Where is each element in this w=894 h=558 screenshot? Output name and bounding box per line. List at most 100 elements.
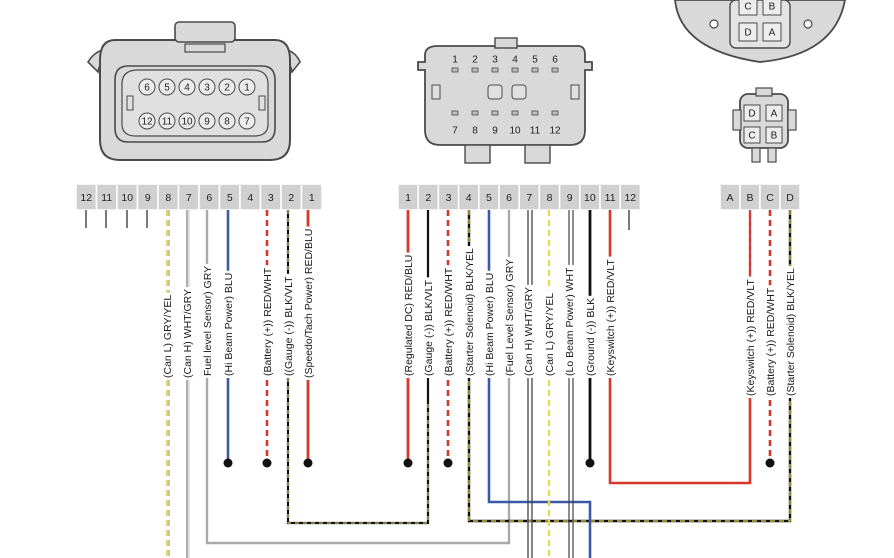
wire-gauge-stripe xyxy=(287,210,429,524)
svg-text:(Keyswitch (+)) RED/VLT: (Keyswitch (+)) RED/VLT xyxy=(745,279,757,396)
svg-text:7: 7 xyxy=(186,192,192,204)
strip-pin-cell: C xyxy=(759,183,781,211)
svg-text:10: 10 xyxy=(584,192,596,204)
strip-pin-cell: 7 xyxy=(177,183,200,211)
wire-label: (Hi Beam Power) BLU xyxy=(483,270,497,378)
wire-labels: (Can L) GRY/YEL (Can H) WHT/GRY Fuel level… xyxy=(161,226,798,398)
svg-text:C: C xyxy=(744,2,751,13)
connector-left-pin: 6 xyxy=(138,78,156,96)
svg-text:7: 7 xyxy=(244,117,250,128)
svg-text:1: 1 xyxy=(244,83,250,94)
svg-text:5: 5 xyxy=(532,55,538,66)
strip-pin-cell: 9 xyxy=(136,183,159,211)
svg-text:Fuel level Sensor) GRY: Fuel level Sensor) GRY xyxy=(202,266,214,376)
svg-text:(Fuel Level Sensor) GRY: (Fuel Level Sensor) GRY xyxy=(504,259,516,376)
strip-pin-cell: D xyxy=(779,183,801,211)
connector-left-pin: 9 xyxy=(198,112,216,130)
wire-label: (Regulated DC) RED/BLU xyxy=(402,252,416,378)
wire-label: (Hi Beam Power) BLU xyxy=(222,270,236,378)
svg-text:8: 8 xyxy=(224,117,230,128)
wire-label: ((Gauge (-)) BLK/VLT xyxy=(282,273,296,378)
svg-text:2: 2 xyxy=(425,192,431,204)
svg-text:B: B xyxy=(746,192,753,204)
strip-pin-cell: 2 xyxy=(417,183,440,211)
strip-pin-cell: B xyxy=(739,183,761,211)
svg-text:A: A xyxy=(771,109,778,120)
svg-text:D: D xyxy=(786,192,794,204)
connector-small-pin: A xyxy=(765,104,783,122)
wire-label: (Battery (+)) RED/WHT xyxy=(764,285,778,398)
svg-text:9: 9 xyxy=(204,117,210,128)
svg-text:1: 1 xyxy=(405,192,411,204)
svg-text:9: 9 xyxy=(567,192,573,204)
svg-text:6: 6 xyxy=(506,192,512,204)
connector-middle-pin: 6 xyxy=(551,55,559,73)
svg-text:5: 5 xyxy=(227,192,233,204)
svg-text:D: D xyxy=(744,28,751,39)
svg-text:(Battery (+)) RED/WHT: (Battery (+)) RED/WHT xyxy=(443,267,455,376)
connector-small-pin: D xyxy=(743,104,761,122)
connector-left-pin: 12 xyxy=(138,112,156,130)
strip-pin-cell: 12 xyxy=(75,183,98,211)
connector-middle-pin: 10 xyxy=(509,110,521,137)
svg-text:8: 8 xyxy=(547,192,553,204)
svg-text:(Battery (+)) RED/WHT: (Battery (+)) RED/WHT xyxy=(765,287,777,396)
wire-label: (Battery (+)) RED/WHT xyxy=(261,265,275,378)
svg-text:2: 2 xyxy=(224,83,230,94)
svg-text:(Battery (+)) RED/WHT: (Battery (+)) RED/WHT xyxy=(262,267,274,376)
svg-text:B: B xyxy=(771,131,778,142)
svg-text:3: 3 xyxy=(446,192,452,204)
svg-text:(Lo Beam Power) WHT: (Lo Beam Power) WHT xyxy=(564,267,576,376)
connector-left-pin: 4 xyxy=(178,78,196,96)
svg-text:3: 3 xyxy=(204,83,210,94)
svg-text:10: 10 xyxy=(181,117,193,128)
strip-pin-cell: 11 xyxy=(599,183,621,211)
svg-text:2: 2 xyxy=(472,55,478,66)
svg-text:12: 12 xyxy=(80,192,92,204)
svg-text:6: 6 xyxy=(552,55,558,66)
strip-pin-cell: 10 xyxy=(116,183,139,211)
wire-label: (Can L) GRY/YEL xyxy=(161,292,175,380)
connector-left-pin: 11 xyxy=(158,112,176,130)
connector-middle-pin: 7 xyxy=(451,110,459,137)
svg-text:1: 1 xyxy=(452,55,458,66)
strip-pin-cell: 7 xyxy=(518,183,541,211)
connector-left-pin: 10 xyxy=(178,112,196,130)
svg-text:1: 1 xyxy=(309,192,315,204)
strip-pin-cell: 12 xyxy=(619,183,642,211)
connector-left-pin: 2 xyxy=(218,78,236,96)
wire-terminal-dot xyxy=(262,458,272,468)
strip-pin-cell: 5 xyxy=(478,183,500,211)
svg-text:4: 4 xyxy=(247,192,253,204)
svg-text:4: 4 xyxy=(466,192,472,204)
svg-text:(Hi Beam Power) BLU: (Hi Beam Power) BLU xyxy=(223,273,235,376)
svg-text:6: 6 xyxy=(206,192,212,204)
connector-middle-pin: 9 xyxy=(491,110,499,137)
connector-middle-pin: 1 xyxy=(451,55,459,73)
connector-middle-pin: 11 xyxy=(530,110,541,137)
svg-text:12: 12 xyxy=(141,117,153,128)
svg-text:(Can H) WHT/GRY: (Can H) WHT/GRY xyxy=(182,289,194,378)
strip-pin-cell: 5 xyxy=(218,183,241,211)
svg-text:B: B xyxy=(769,2,776,13)
svg-text:3: 3 xyxy=(268,192,274,204)
svg-text:(Regulated DC) RED/BLU: (Regulated DC) RED/BLU xyxy=(403,255,415,376)
wire-label: (Starter Solenoid) BLK/YEL xyxy=(784,266,798,398)
wire-label: (Speedo/Tach Power) RED/BLU xyxy=(302,226,316,380)
connector-round-pin: C xyxy=(738,0,758,16)
connector-left-pin: 5 xyxy=(158,78,176,96)
svg-text:(Can H) WHT/GRY: (Can H) WHT/GRY xyxy=(523,287,535,376)
connector-small-pin: C xyxy=(743,126,761,144)
svg-text:(Keyswitch (+)) RED/VLT: (Keyswitch (+)) RED/VLT xyxy=(605,259,617,376)
svg-text:11: 11 xyxy=(101,192,112,204)
wire-label: (Can H) WHT/GRY xyxy=(522,284,536,378)
svg-text:8: 8 xyxy=(472,126,478,137)
connector-middle-pin: 2 xyxy=(471,55,479,73)
connector-round-pin: B xyxy=(762,0,782,16)
wire-terminal-dot xyxy=(443,458,453,468)
strip-pin-cell: 6 xyxy=(498,183,520,211)
